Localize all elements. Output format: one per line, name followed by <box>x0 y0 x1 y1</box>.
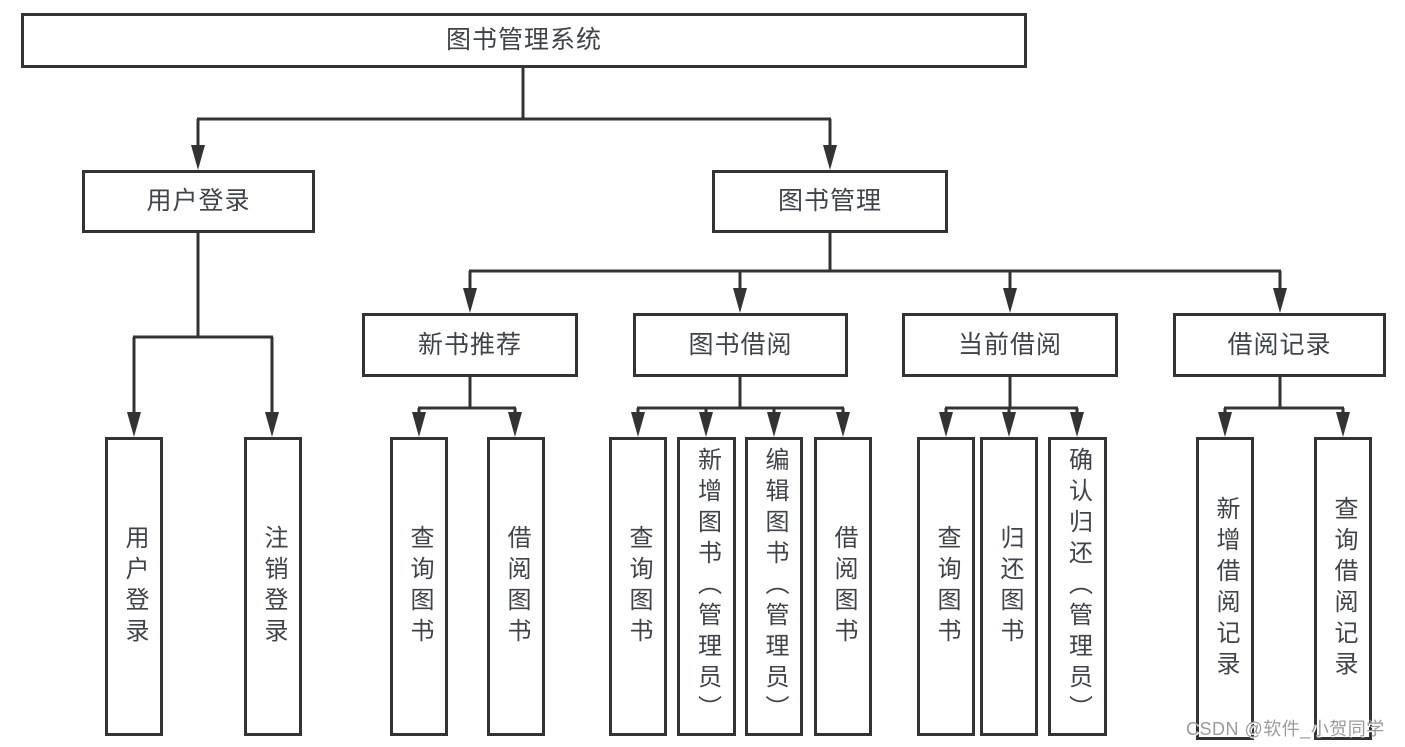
leaf-return-books: 归还图书 <box>980 437 1038 736</box>
leaf-user-login: 用户登录 <box>105 437 163 736</box>
node-label: 注销登录 <box>260 524 287 649</box>
node-label: 查询图书 <box>933 524 960 649</box>
node-user-login: 用户登录 <box>82 170 315 233</box>
node-label: 借阅图书 <box>830 524 857 649</box>
leaf-confirm-return-admin: 确认归还（管理员） <box>1048 437 1107 736</box>
leaf-query-borrow-record: 查询借阅记录 <box>1314 437 1372 740</box>
arrow-down-icon <box>1003 288 1017 313</box>
arrow-down-icon <box>767 412 781 437</box>
node-label: 用户登录 <box>121 524 148 649</box>
arrowheads <box>127 145 1350 437</box>
arrow-down-icon <box>631 412 645 437</box>
node-label: 归还图书 <box>996 524 1023 649</box>
node-label: 图书管理 <box>777 187 882 215</box>
arrow-down-icon <box>1218 412 1232 437</box>
csdn-watermark: CSDN @软件_小贺同学 <box>1186 719 1385 739</box>
node-label: 图书借阅 <box>688 330 793 359</box>
leaf-query-books-current: 查询图书 <box>917 437 975 736</box>
node-label: 当前借阅 <box>957 330 1062 359</box>
arrow-down-icon <box>939 412 953 437</box>
leaf-query-books-borrow: 查询图书 <box>609 437 667 736</box>
arrow-down-icon <box>265 412 279 437</box>
arrow-down-icon <box>1336 412 1350 437</box>
arrow-down-icon <box>1070 412 1084 437</box>
node-current-borrowing: 当前借阅 <box>902 313 1118 377</box>
node-label: 借阅图书 <box>503 524 530 649</box>
arrow-down-icon <box>1002 412 1016 437</box>
arrow-down-icon <box>412 412 426 437</box>
node-label: 确认归还（管理员） <box>1064 447 1092 726</box>
node-label: 用户登录 <box>146 187 251 215</box>
node-label: 查询图书 <box>625 524 652 649</box>
arrow-down-icon <box>823 145 837 170</box>
leaf-query-books-recommend: 查询图书 <box>390 437 448 736</box>
node-label: 图书管理系统 <box>445 26 602 54</box>
leaf-add-borrow-record: 新增借阅记录 <box>1196 437 1254 740</box>
node-new-book-recommend: 新书推荐 <box>362 313 578 377</box>
arrow-down-icon <box>127 412 141 437</box>
arrow-down-icon <box>733 288 747 313</box>
node-label: 编辑图书（管理员） <box>761 447 788 726</box>
arrow-down-icon <box>463 288 477 313</box>
leaf-logout: 注销登录 <box>244 437 302 736</box>
node-label: 查询借阅记录 <box>1330 495 1357 682</box>
node-borrowing-records: 借阅记录 <box>1173 313 1386 377</box>
leaf-add-books-admin: 新增图书（管理员） <box>677 437 736 736</box>
node-label: 查询图书 <box>406 524 433 649</box>
node-label: 新增图书（管理员） <box>693 447 721 726</box>
node-book-borrowing: 图书借阅 <box>633 313 848 377</box>
node-label: 新书推荐 <box>417 330 522 359</box>
leaf-borrow-books-recommend: 借阅图书 <box>487 437 545 736</box>
node-label: 新增借阅记录 <box>1212 495 1239 682</box>
arrow-down-icon <box>1273 288 1287 313</box>
node-root-library-system: 图书管理系统 <box>21 13 1027 68</box>
arrow-down-icon <box>699 412 713 437</box>
leaf-borrow-books: 借阅图书 <box>814 437 872 736</box>
arrow-down-icon <box>191 145 205 170</box>
node-book-management: 图书管理 <box>712 170 948 233</box>
leaf-edit-books-admin: 编辑图书（管理员） <box>745 437 803 736</box>
arrow-down-icon <box>836 412 850 437</box>
node-label: 借阅记录 <box>1227 330 1332 359</box>
arrow-down-icon <box>508 412 522 437</box>
